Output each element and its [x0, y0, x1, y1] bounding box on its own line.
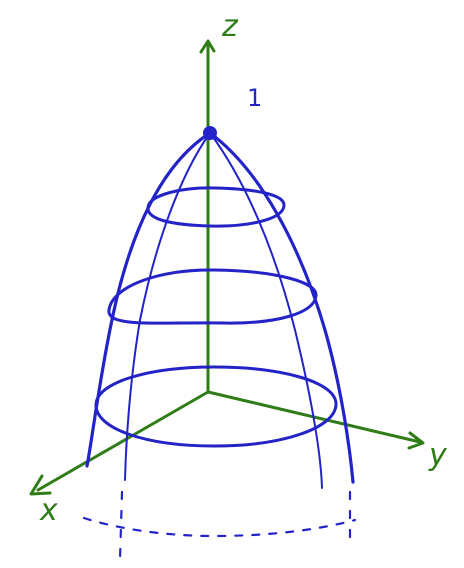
apex-point-icon [203, 126, 217, 140]
z-arrow-icon [199, 39, 216, 54]
outer-left-profile-curve [85, 131, 212, 468]
z-axis-label: z [221, 9, 239, 44]
outer-right-profile-curve [208, 131, 355, 484]
y-arrow-icon [407, 431, 425, 450]
x-arrow-icon [29, 474, 52, 496]
middle-level-curve [107, 268, 318, 325]
upper-level-curve [146, 186, 286, 228]
base-dashed-curve [82, 516, 357, 538]
inner-left-profile-curve [124, 132, 211, 481]
x-axis [36, 390, 210, 492]
apex-value-label: 1 [247, 84, 262, 112]
x-axis-label: x [39, 493, 58, 528]
left-lower-dashed-profile [118, 490, 124, 562]
paraboloid-surface [82, 131, 357, 562]
inner-right-profile-curve [209, 132, 323, 489]
lower-level-curve [94, 365, 338, 448]
y-axis-label: y [428, 438, 448, 473]
axes-group: z y x [29, 9, 448, 528]
